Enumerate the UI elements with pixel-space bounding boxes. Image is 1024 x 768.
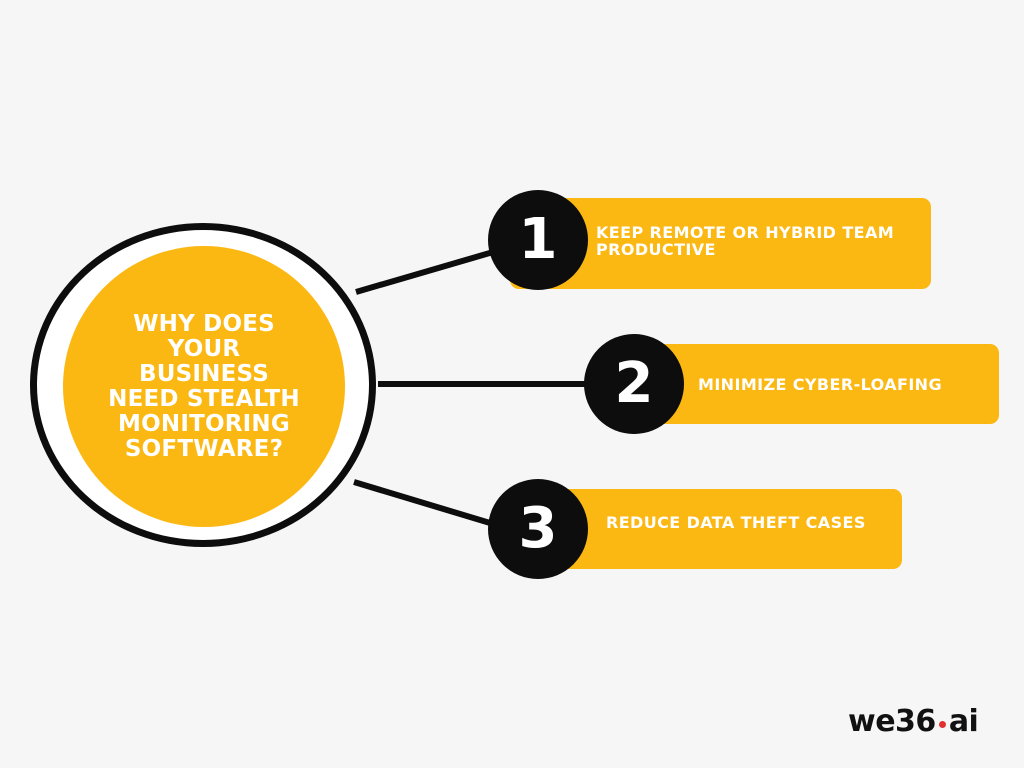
connector-line-3	[353, 479, 501, 529]
logo-text-left: we36	[848, 703, 936, 739]
number-badge-1: 1	[488, 190, 588, 290]
hub-title: WHY DOES YOUR BUSINESS NEED STEALTH MONI…	[108, 310, 300, 462]
connector-line-1	[355, 247, 501, 295]
number-1: 1	[518, 207, 558, 272]
number-2: 2	[614, 351, 654, 416]
reason-label-1: KEEP REMOTE OR HYBRID TEAM PRODUCTIVE	[596, 223, 895, 259]
hub-circle: WHY DOES YOUR BUSINESS NEED STEALTH MONI…	[63, 246, 345, 527]
number-3: 3	[518, 496, 558, 561]
reason-label-2: MINIMIZE CYBER-LOAFING	[698, 374, 942, 394]
logo-dot-icon	[938, 720, 946, 728]
number-badge-2: 2	[584, 334, 684, 434]
logo-text-right: ai	[948, 703, 979, 739]
brand-logo: we36 ai	[848, 702, 979, 740]
reason-label-3: REDUCE DATA THEFT CASES	[606, 512, 866, 532]
number-badge-3: 3	[488, 479, 588, 579]
